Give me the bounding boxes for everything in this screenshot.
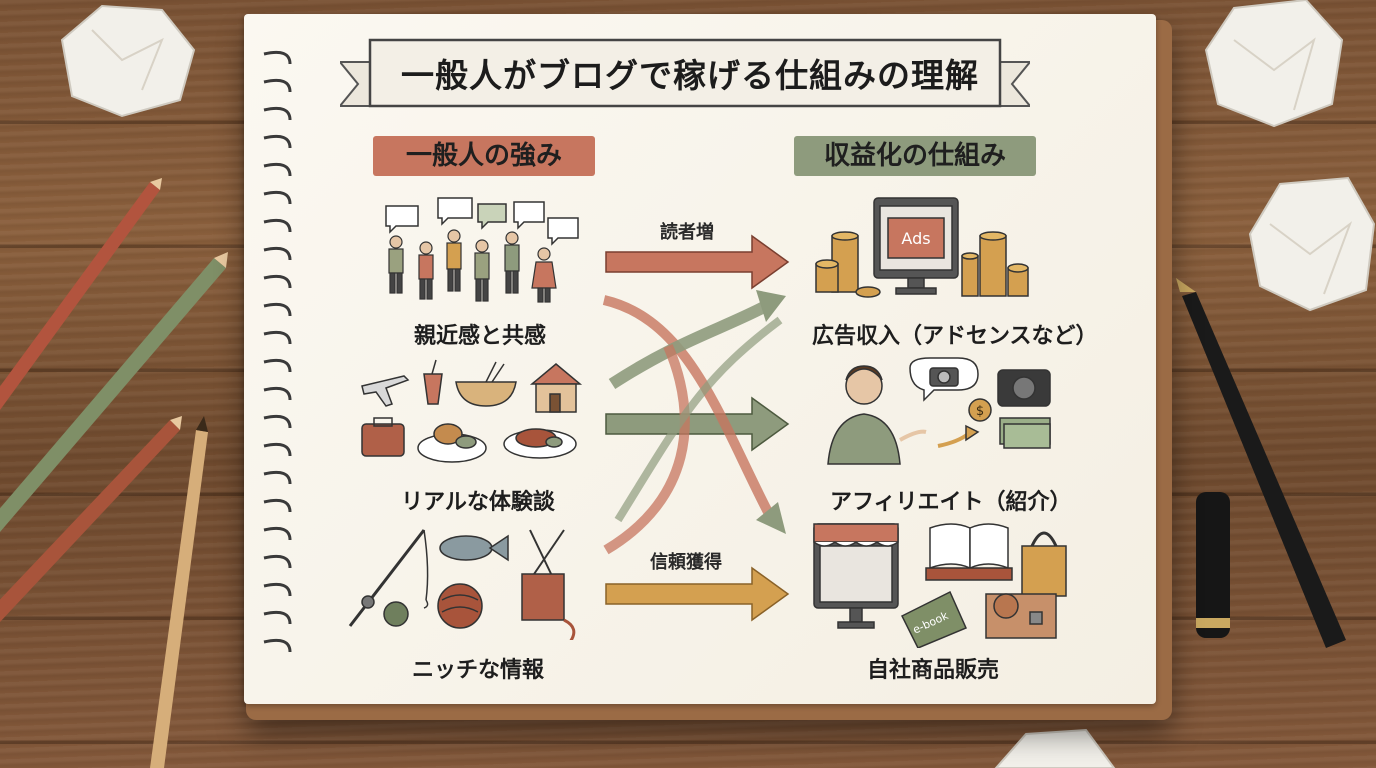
dollar-coin-icon: [968, 398, 992, 422]
curve-down-red: [602, 295, 775, 519]
monetization-caption-1: 広告収入（アドセンスなど）: [812, 324, 1098, 349]
person-icon: [827, 365, 927, 465]
curve-cross-green: [614, 316, 783, 523]
strength-caption-3: ニッチな情報: [411, 658, 544, 683]
strength-caption-1: 親近感と共感: [413, 324, 546, 349]
arrow-middle: [605, 396, 790, 452]
pencil-green: [0, 252, 228, 532]
coin-stack-left-icon: [815, 231, 881, 298]
monitor-icon: [873, 197, 959, 295]
coin-stack-right-icon: [961, 231, 1029, 297]
monetization-caption-3: 自社商品販売: [866, 658, 999, 683]
book-icon: [925, 523, 1013, 581]
fountain-pen: [1176, 278, 1346, 648]
shopping-bag-icon: [1021, 531, 1067, 597]
crumpled-paper-bottom: [994, 728, 1116, 768]
curve-up-green: [608, 300, 769, 390]
own-products-illustration: e-book: [813, 523, 1067, 648]
crumpled-paper-top-left: [60, 4, 196, 118]
money-bills-icon: [999, 417, 1051, 449]
pen-cap: [1196, 492, 1230, 638]
people-talking-illustration: [385, 197, 579, 303]
burger-plate-icon: [417, 423, 487, 463]
pencil-red: [0, 178, 162, 410]
storefront-monitor-icon: [813, 523, 899, 629]
niche-hobbies-illustration: [348, 529, 576, 640]
arrow-coin-icon: [937, 424, 980, 448]
strength-caption-2: リアルな体験談: [401, 490, 555, 515]
pencil-brown: [0, 416, 182, 622]
right-section-header: 収益化の仕組み: [794, 136, 1036, 176]
ads-badge: Ads: [901, 229, 930, 248]
yarn-ball-small-icon: [383, 601, 409, 627]
suitcase-icon: [361, 417, 405, 457]
left-section-header: 一般人の強み: [373, 136, 595, 176]
house-icon: [529, 363, 583, 413]
product-box-icon: [985, 593, 1057, 639]
coin-symbol: $: [976, 404, 984, 419]
curve-down-arrowhead: [756, 502, 786, 534]
curve-up-arrowhead: [756, 290, 786, 322]
pencil-natural: [150, 416, 208, 768]
knitting-icon: [521, 529, 576, 640]
arrow-label-readers: 読者増: [660, 222, 714, 243]
yarn-ball-icon: [437, 583, 483, 629]
arrow-readers: [605, 234, 790, 290]
affiliate-illustration: $: [827, 357, 1051, 465]
arrow-label-trust: 信頼獲得: [650, 552, 722, 573]
experiences-illustration: [361, 359, 583, 463]
crumpled-paper-top-right: [1204, 0, 1344, 128]
ad-revenue-illustration: Ads: [815, 197, 1029, 298]
monetization-caption-2: アフィリエイト（紹介）: [830, 490, 1072, 515]
noodle-bowl-icon: [455, 361, 517, 407]
arrow-trust: [605, 566, 790, 622]
airplane-icon: [361, 375, 410, 407]
drink-icon: [423, 359, 443, 405]
speech-bubble-camera-icon: [909, 357, 979, 402]
meal-plate-icon: [503, 428, 577, 459]
fishing-rod-icon: [348, 529, 429, 627]
title-ribbon: [340, 38, 1030, 108]
fish-icon: [439, 534, 509, 562]
camera-icon: [997, 369, 1051, 407]
spiral-binding: [263, 50, 292, 653]
curve-up-red: [603, 344, 690, 555]
crumpled-paper-right: [1248, 176, 1376, 312]
ebook-icon: [900, 590, 967, 648]
page-title: 一般人がブログで稼げる仕組みの理解: [401, 56, 979, 95]
